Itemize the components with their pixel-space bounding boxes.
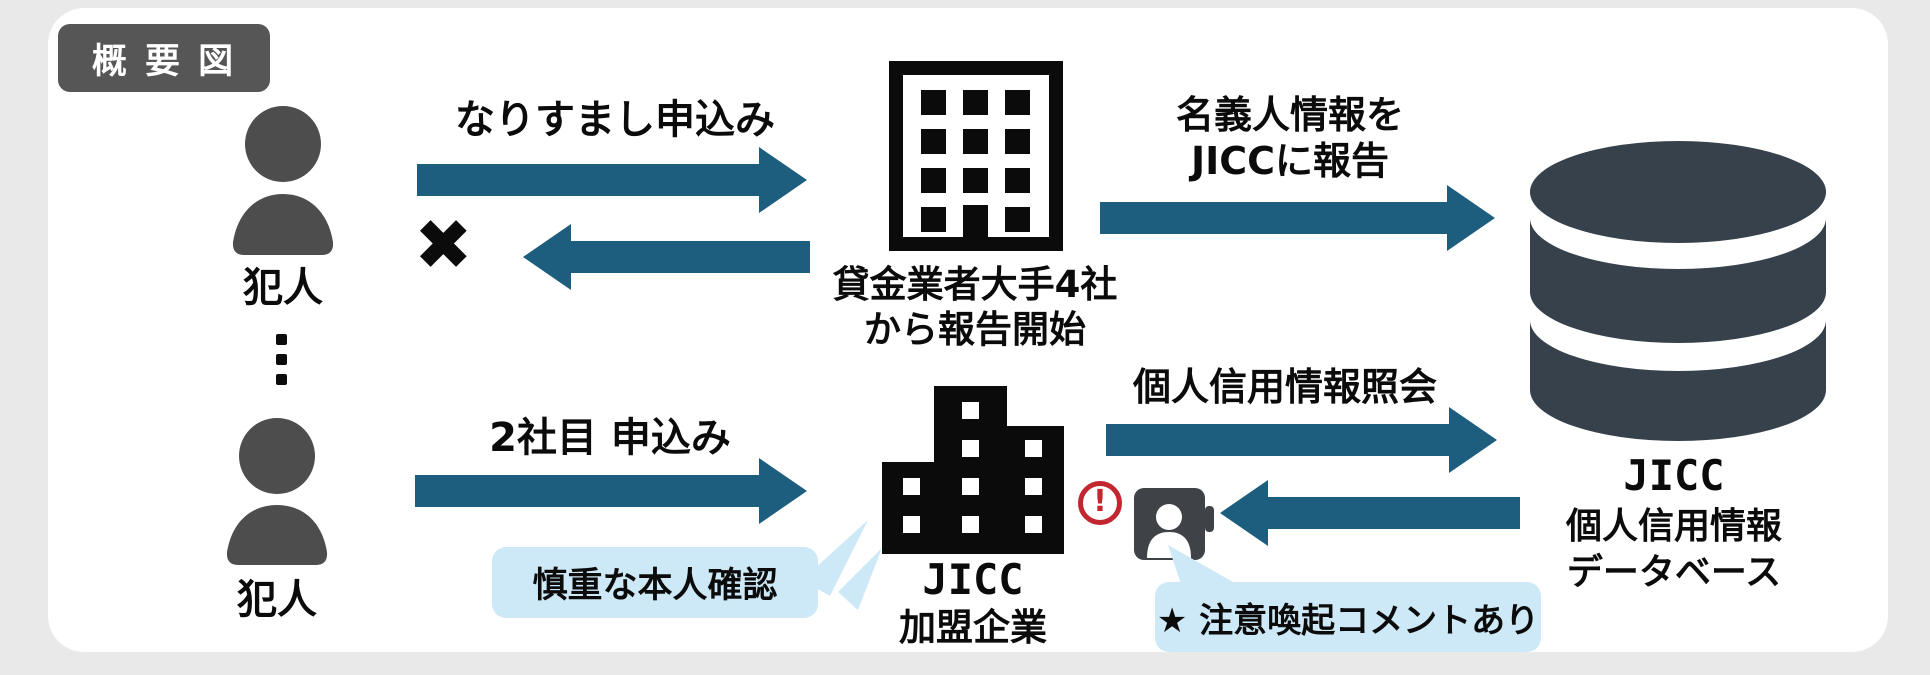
overview-badge-label: 概 要 図 xyxy=(91,41,237,82)
id-badge-icon xyxy=(1134,488,1214,560)
member-building-icon xyxy=(882,386,1064,554)
arrow-head-icon xyxy=(1449,407,1497,473)
database-caption-line1: JICC xyxy=(1623,451,1725,500)
lenders-caption-line1: 貸金業者大手4社 xyxy=(832,263,1118,306)
impersonation-arrow xyxy=(417,147,807,213)
criminal-icon-bottom xyxy=(226,418,328,565)
lenders-caption-line2: から報告開始 xyxy=(864,308,1086,352)
alert-comment-callout-tail xyxy=(1168,545,1233,590)
second-application-label: 2社目 申込み xyxy=(489,415,731,461)
database-caption-line2: 個人信用情報 xyxy=(1565,505,1782,547)
second-application-arrow xyxy=(415,458,807,524)
verification-callout-label: 慎重な本人確認 xyxy=(532,566,778,606)
verification-callout-tail xyxy=(802,520,882,610)
database-caption: JICC 個人信用情報 データベース xyxy=(1504,449,1844,597)
arrow-head-icon xyxy=(523,224,571,290)
database-return-arrow xyxy=(1220,480,1520,546)
alert-exclamation-icon: ! xyxy=(1078,481,1122,525)
alert-comment-callout: ★ 注意喚起コメントあり xyxy=(1155,582,1541,652)
criminal-icon-top xyxy=(232,106,334,255)
alert-comment-callout-label: ★ 注意喚起コメントあり xyxy=(1156,600,1540,641)
lenders-building-icon xyxy=(889,61,1063,251)
arrow-head-icon xyxy=(759,147,807,213)
inquiry-arrow xyxy=(1106,407,1497,473)
arrow-head-icon xyxy=(1447,185,1495,251)
arrow-head-icon xyxy=(759,458,807,524)
ellipsis-dots-icon xyxy=(276,334,287,385)
member-caption: JICC 加盟企業 xyxy=(873,554,1073,650)
criminal-label-top: 犯人 xyxy=(243,265,323,311)
report-label-line2: JICCに報告 xyxy=(1190,139,1390,184)
inquiry-label: 個人信用情報照会 xyxy=(1132,365,1437,409)
overview-badge: 概 要 図 xyxy=(58,24,270,92)
database-icon xyxy=(1530,141,1826,441)
verification-callout: 慎重な本人確認 xyxy=(492,547,818,618)
impersonation-label: なりすまし申込み xyxy=(455,97,775,143)
arrow-head-icon xyxy=(1220,480,1268,546)
rejection-arrow xyxy=(523,224,810,290)
database-caption-line3: データベース xyxy=(1566,552,1782,594)
member-caption-line2: 加盟企業 xyxy=(899,606,1047,650)
lenders-caption: 貸金業者大手4社 から報告開始 xyxy=(780,262,1170,352)
report-label-line1: 名義人情報を xyxy=(1175,93,1404,137)
criminal-label-bottom: 犯人 xyxy=(237,577,317,623)
x-mark: ✖ xyxy=(414,204,473,286)
report-arrow xyxy=(1100,185,1495,251)
report-label: 名義人情報を JICCに報告 xyxy=(1100,92,1480,185)
member-caption-line1: JICC xyxy=(922,555,1024,604)
